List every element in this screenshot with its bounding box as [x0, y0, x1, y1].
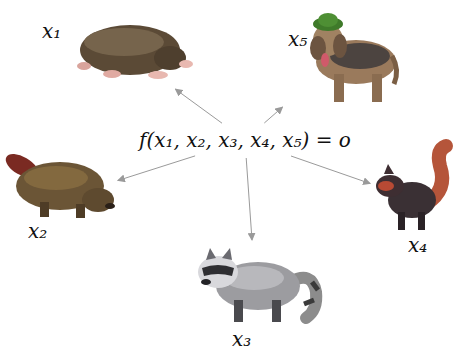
arrow-connector — [246, 158, 252, 240]
variable-label: x₂ — [28, 220, 47, 242]
raccoon-node: x₃ — [192, 242, 320, 350]
beaver-node: x₂ — [4, 150, 116, 248]
arrow-connector — [118, 156, 195, 181]
function-formula: f(x₁, x₂, x₃, x₄, x₅) = o — [135, 125, 355, 155]
mole-node: x₁ — [38, 8, 200, 88]
beaver-picture — [2, 149, 115, 218]
dog-node: x₅ — [284, 4, 400, 106]
dog-picture — [310, 13, 397, 102]
variable-label: x₃ — [232, 328, 251, 350]
arrow-connector — [264, 107, 282, 123]
squirrel-node: x₄ — [372, 140, 452, 256]
arrow-connector — [291, 156, 370, 184]
mole-picture — [77, 25, 193, 79]
raccoon-picture — [198, 248, 318, 322]
variable-label: x₄ — [408, 234, 427, 256]
variable-label: x₁ — [42, 20, 61, 42]
variable-label: x₅ — [288, 28, 307, 50]
arrow-connector — [175, 89, 222, 123]
squirrel-picture — [376, 146, 446, 230]
function-node: f(x₁, x₂, x₃, x₄, x₅) = o — [135, 125, 355, 155]
